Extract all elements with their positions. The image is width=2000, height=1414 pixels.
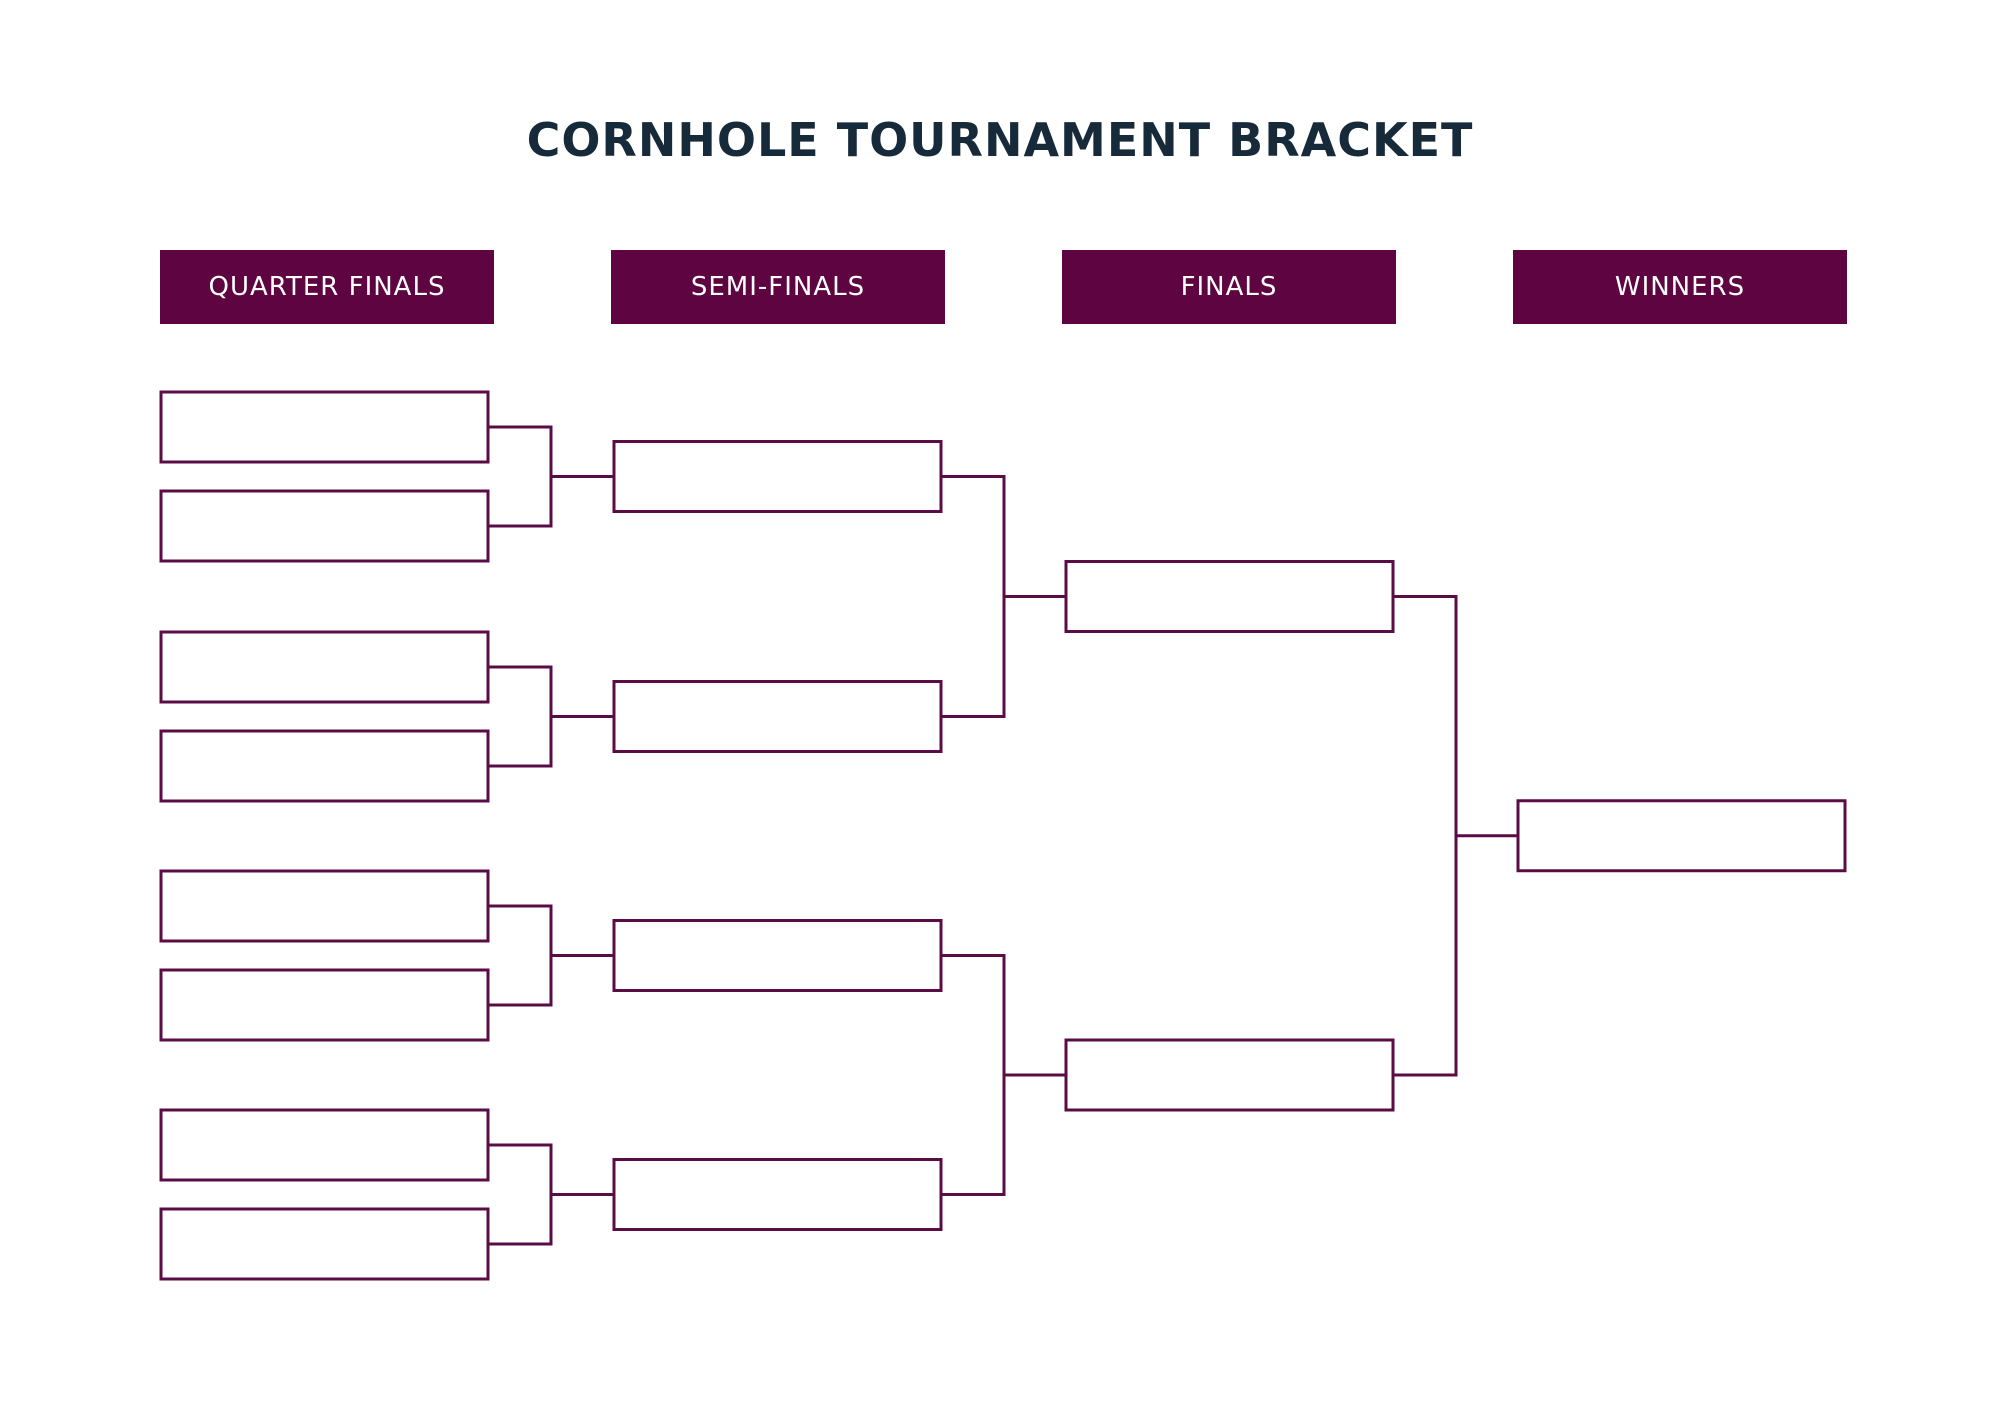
bracket-connector [488,904,614,1007]
quarter-final-slot-7[interactable] [159,1108,490,1182]
round-header-quarter-finals: QUARTER FINALS [160,250,494,324]
bracket-connector [1393,595,1518,1077]
bracket-connector [941,475,1066,718]
bracket-connector [488,1143,614,1246]
bracket-connector [941,954,1066,1196]
final-slot-2[interactable] [1064,1038,1395,1112]
quarter-final-slot-2[interactable] [159,489,490,563]
winner-slot-1[interactable] [1516,799,1847,873]
quarter-final-slot-4[interactable] [159,729,490,803]
quarter-final-slot-1[interactable] [159,390,490,464]
quarter-final-slot-8[interactable] [159,1207,490,1281]
final-slot-1[interactable] [1064,560,1395,633]
round-header-finals: FINALS [1062,250,1396,324]
bracket-connector [488,665,614,768]
semi-final-slot-2[interactable] [612,680,943,753]
page-title: CORNHOLE TOURNAMENT BRACKET [526,113,1474,167]
round-header-winners: WINNERS [1513,250,1847,324]
round-header-semi-finals: SEMI-FINALS [611,250,945,324]
quarter-final-slot-6[interactable] [159,968,490,1042]
semi-final-slot-1[interactable] [612,440,943,513]
quarter-final-slot-5[interactable] [159,869,490,943]
quarter-final-slot-3[interactable] [159,630,490,704]
semi-final-slot-3[interactable] [612,919,943,992]
semi-final-slot-4[interactable] [612,1158,943,1231]
bracket-connector [488,425,614,528]
